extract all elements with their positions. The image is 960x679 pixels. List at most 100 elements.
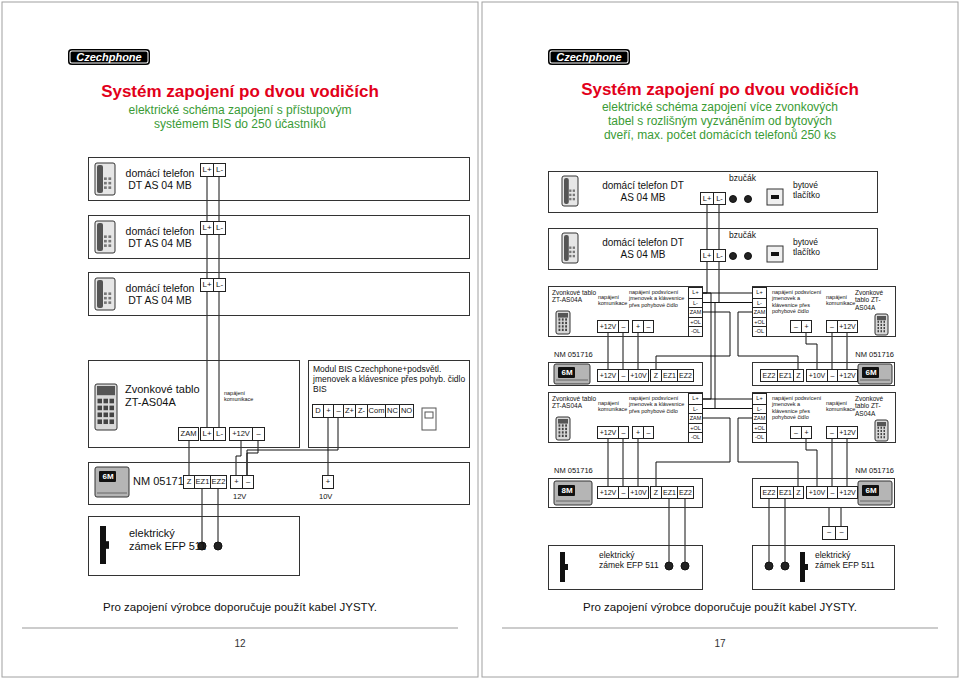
wire-path (785, 499, 786, 545)
terminal-label: L- (213, 222, 225, 234)
device-text: 12V (233, 493, 253, 502)
terminal-strip: +12V– (597, 320, 629, 333)
device-text: napájení podsvícení jmenovek a klávesnic… (772, 395, 824, 420)
device-text: Zvonkové tablo ZT-AS04A (125, 383, 215, 408)
door-panel-key (878, 324, 880, 326)
door-panel-body (556, 311, 570, 334)
device-box: napájení podsvícení jmenovek a klávesnic… (752, 286, 896, 337)
terminal-label: EZ1 (777, 487, 793, 498)
terminal-label: EZ1 (777, 370, 793, 381)
lock-lead (785, 545, 786, 562)
terminal-strip: ZAM (178, 427, 199, 441)
wire-path (703, 262, 707, 293)
phone-body (95, 278, 115, 310)
wire-path (738, 312, 798, 369)
phone-handset (564, 178, 569, 204)
terminal-strip: ZEZ1EZ2 (650, 486, 694, 499)
terminal-strip: ZEZ1EZ2 (650, 369, 694, 382)
terminal-strip: L+L- (200, 163, 226, 177)
device-box: Zvonkové tablo ZT-AS04Anapájení komunika… (548, 286, 703, 337)
power-supply-rib (860, 501, 890, 502)
terminal-strip: +10V–+12V (806, 369, 858, 382)
lock-terminal (665, 562, 673, 570)
terminal-strip: +– (632, 426, 654, 439)
terminal-label: Z- (355, 405, 367, 417)
bis-sensor-window (425, 412, 433, 418)
door-panel-body (875, 420, 888, 441)
terminal-label: – (827, 370, 837, 381)
brand-logo: Czechphone (68, 49, 150, 65)
door-panel-key (878, 321, 880, 323)
terminal-strip: L+L- (200, 221, 226, 235)
terminal-label: L- (213, 279, 225, 291)
terminal-label: – (643, 321, 653, 332)
device-text: NM 051716 (554, 467, 604, 476)
phone-key (573, 255, 575, 257)
wire-path (236, 441, 241, 475)
door-panel-key (881, 436, 883, 438)
terminal-label: – (242, 476, 253, 488)
page-number: 17 (680, 638, 760, 650)
door-panel-key (878, 430, 880, 432)
device-box: domácí telefon DT AS 04 MBL+L- (88, 157, 470, 201)
phone-key (573, 198, 575, 200)
terminal-label: L- (213, 428, 225, 440)
phone-key (573, 247, 575, 249)
phone-handset (564, 235, 569, 261)
device-text: domácí telefon DT AS 04 MB (597, 180, 689, 203)
page-number: 12 (200, 638, 280, 650)
model-tag: 6M (864, 368, 878, 377)
terminal-strip: L+L-ZAM+OL-OL (752, 393, 767, 443)
terminal-label: ~ (835, 527, 847, 539)
terminal-label: +12V (837, 427, 857, 438)
terminal-label: L- (753, 298, 766, 308)
terminal-label: L+ (201, 279, 213, 291)
wire (703, 293, 752, 303)
device-text: napájení komunikace (598, 400, 628, 413)
terminal-label: Z (651, 487, 661, 498)
terminal-label: -OL (753, 432, 766, 442)
wire-path (841, 508, 842, 526)
phone-key (569, 255, 571, 257)
door-panel-key (98, 419, 103, 424)
device-text: elektrický zámek EFP 511 (815, 551, 875, 571)
wire-path (806, 333, 817, 369)
wire-path (328, 418, 329, 475)
device-text: Modul BIS Czechphone+podsvětl. jmenovek … (313, 365, 467, 394)
device-box: NM 05171612V10VZEZ1EZ2+–+ (88, 462, 470, 505)
device-box: Zvonkové tablo ZT-AS04Anapájení komunika… (548, 392, 703, 443)
phone-key (569, 247, 571, 249)
brand-name: Czechphone (548, 51, 630, 63)
wire-path (769, 499, 770, 545)
terminal-strip: –+ (790, 426, 812, 439)
phone-handset (97, 280, 103, 308)
footnote: Pro zapojení výrobce doporučuje použít k… (20, 601, 460, 614)
phone-key (573, 190, 575, 192)
door-panel-key (98, 406, 103, 411)
phone-key (569, 190, 571, 192)
door-panel-key (565, 322, 567, 324)
terminal-label: +10V (628, 487, 648, 498)
terminal-label: + (801, 427, 811, 438)
door-button (767, 189, 783, 205)
door-panel-key (878, 327, 880, 329)
device-text: napájení komunikace (826, 294, 854, 307)
wire-path (703, 399, 752, 400)
terminal-label: ~ (823, 527, 835, 539)
terminal-label: +12V (837, 487, 857, 498)
door-panel-key (110, 399, 115, 404)
wire-path (832, 333, 833, 369)
terminal-label: L- (689, 404, 702, 414)
device-box: domácí telefon DT AS 04 MBL+L- (88, 272, 470, 316)
power-supply-tag (558, 485, 575, 496)
wire (707, 205, 719, 249)
wire (738, 418, 798, 486)
terminal-label: + (633, 427, 643, 438)
wire (703, 399, 752, 409)
door-panel-key (562, 431, 564, 433)
buzzer-terminal (730, 253, 737, 260)
door-panel-body (95, 384, 117, 430)
terminal-label: Z (793, 487, 803, 498)
power-supply-tag (862, 367, 879, 378)
